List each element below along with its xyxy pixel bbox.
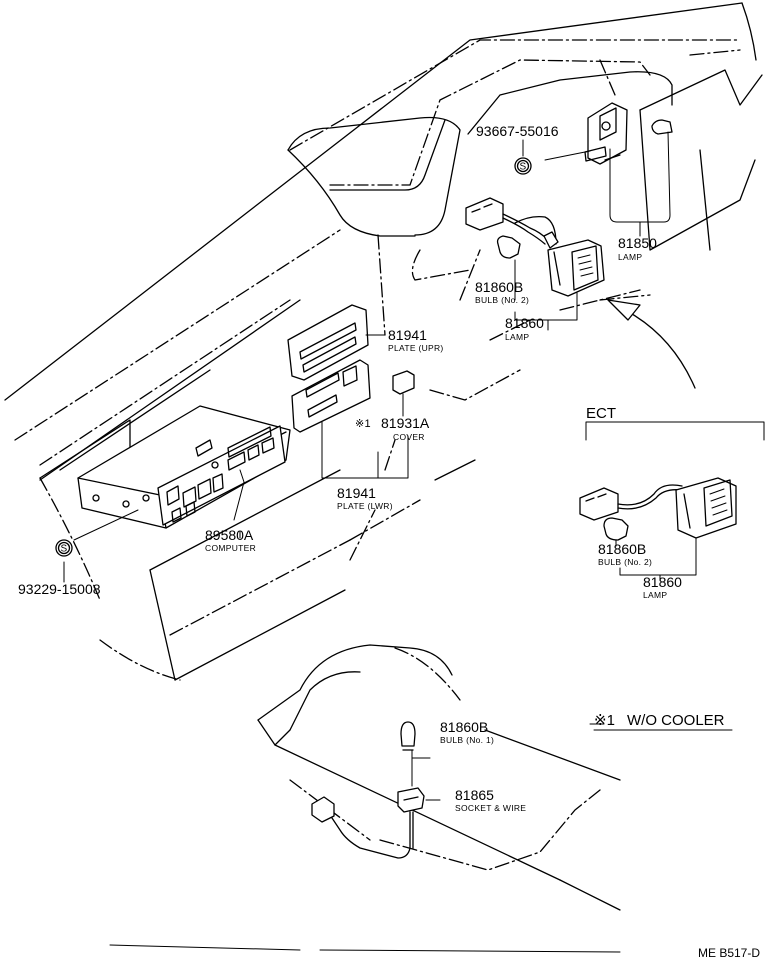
lamp-81860-name: LAMP xyxy=(505,332,529,342)
bulb-upper-part-no: 81860B xyxy=(475,279,523,295)
ect-bulb-part-no: 81860B xyxy=(598,541,646,557)
lamp-81850-part-no: 81850 xyxy=(618,235,657,251)
lamp-81860-part-no: 81860 xyxy=(505,315,544,331)
lamp-81850-name: LAMP xyxy=(618,252,642,262)
ect-bulb-name: BULB (No. 2) xyxy=(598,557,652,567)
plate-lwr-part-no: 81941 xyxy=(337,485,376,501)
screw-symbol-top: S xyxy=(514,157,532,175)
bulb-upper-name: BULB (No. 2) xyxy=(475,295,529,305)
bulb-lower-part-no: 81860B xyxy=(440,719,488,735)
screw-symbol-left-letter: S xyxy=(61,544,68,555)
screw-left-part-no: 93229-15008 xyxy=(18,581,101,597)
ect-title: ECT xyxy=(586,405,616,422)
leader-lines xyxy=(63,139,605,801)
lower-console xyxy=(109,644,621,953)
socket-name: SOCKET & WIRE xyxy=(455,803,526,813)
dashboard-outline xyxy=(4,2,763,681)
computer-unit xyxy=(73,405,291,541)
footnote-text: W/O COOLER xyxy=(627,712,725,729)
screw-top-part-no: 93667-55016 xyxy=(476,123,559,139)
plates-and-cover xyxy=(287,304,415,479)
ect-lamp-name: LAMP xyxy=(643,590,667,600)
bulb-lower-name: BULB (No. 1) xyxy=(440,735,494,745)
lamp-81860-upper-assembly xyxy=(465,197,605,331)
computer-part-no: 89580A xyxy=(205,527,254,543)
screw-symbol-left: S xyxy=(55,539,73,557)
plate-upr-part-no: 81941 xyxy=(388,327,427,343)
cover-mark: ※1 xyxy=(355,418,371,430)
drawing-code: ME B517-D xyxy=(698,946,760,960)
screw-symbol-top-letter: S xyxy=(520,162,527,173)
cover-name: COVER xyxy=(393,432,425,442)
socket-part-no: 81865 xyxy=(455,787,494,803)
plate-upr-name: PLATE (UPR) xyxy=(388,343,444,353)
computer-name: COMPUTER xyxy=(205,543,256,553)
cover-part-no: 81931A xyxy=(381,415,430,431)
footnote-mark: ※1 xyxy=(594,712,615,729)
plate-lwr-name: PLATE (LWR) xyxy=(337,501,393,511)
lamp-81850-assembly xyxy=(544,102,673,237)
ect-lamp-part-no: 81860 xyxy=(643,574,682,590)
ect-inset xyxy=(579,421,765,581)
